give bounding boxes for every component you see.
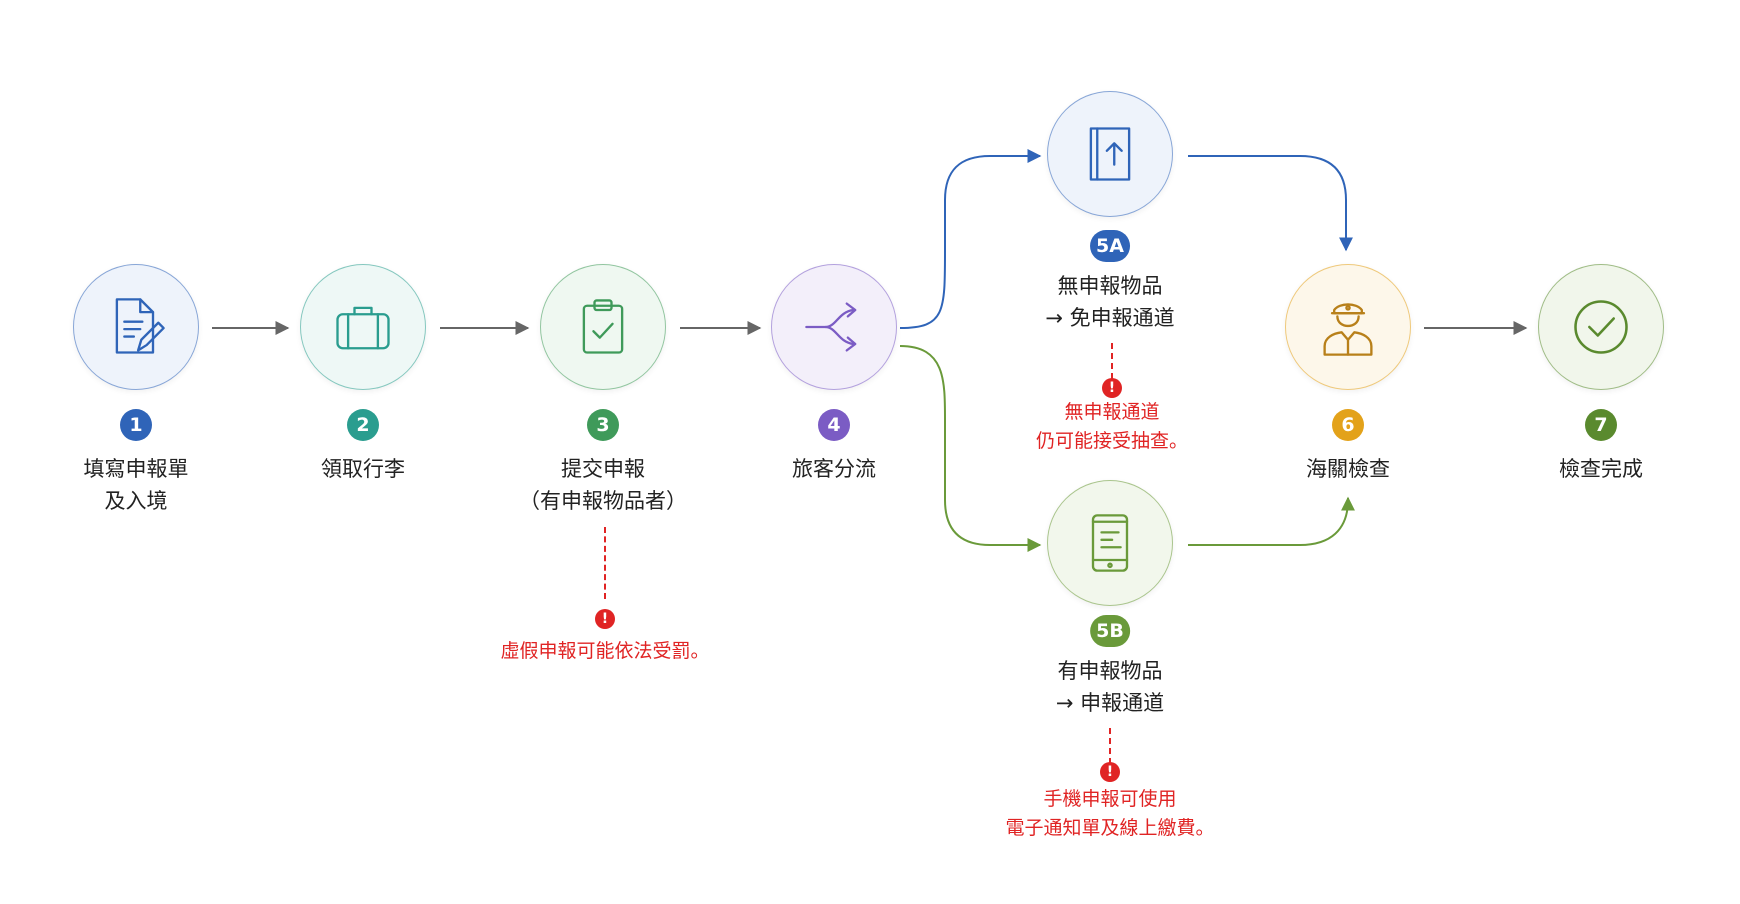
step-4-node xyxy=(771,264,897,390)
step-3-badge: 3 xyxy=(587,409,619,441)
warning-step-5a-text: 無申報通道 仍可能接受抽查。 xyxy=(952,398,1272,456)
exit-door-icon xyxy=(1089,127,1131,181)
step-5a-label-line: → 免申報通道 xyxy=(1045,306,1175,330)
clipboard-check-icon xyxy=(582,299,624,354)
step-7-badge: 7 xyxy=(1585,409,1617,441)
step-1-label-line: 及入境 xyxy=(104,489,168,513)
step-5a-label-line: 無申報物品 xyxy=(1057,274,1163,298)
exclamation-icon: ! xyxy=(595,609,615,629)
warning-line: 虛假申報可能依法受罰。 xyxy=(500,640,710,662)
step-3-node xyxy=(540,264,666,390)
customs-officer-icon xyxy=(1323,303,1373,356)
warning-line: 仍可能接受抽查。 xyxy=(1035,430,1188,452)
step-6-node xyxy=(1285,264,1411,390)
document-edit-icon xyxy=(115,298,165,354)
step-5a-badge: 5A xyxy=(1090,230,1130,262)
step-2-badge: 2 xyxy=(347,409,379,441)
step-4-label: 旅客分流 xyxy=(714,453,954,485)
suitcase-icon xyxy=(336,306,390,350)
exclamation-icon: ! xyxy=(1102,378,1122,398)
warning-connector-line xyxy=(1111,343,1113,379)
arrow-5a-to-6 xyxy=(1188,155,1353,252)
warning-connector-line xyxy=(1109,728,1111,764)
warning-line: 電子通知單及線上繳費。 xyxy=(1005,817,1215,839)
split-arrows-icon xyxy=(805,302,857,352)
warning-connector-line xyxy=(604,527,606,599)
step-3-label-line: 提交申報 xyxy=(561,457,645,481)
warning-line: 手機申報可使用 xyxy=(1043,788,1177,810)
check-circle-icon xyxy=(1574,300,1628,354)
step-5b-label-line: 有申報物品 xyxy=(1057,659,1163,683)
step-4-label-line: 旅客分流 xyxy=(792,457,876,481)
step-7-label-line: 檢查完成 xyxy=(1559,457,1643,481)
arrow-4-to-5b xyxy=(899,345,1042,552)
step-5b-badge: 5B xyxy=(1090,615,1130,647)
step-5b-node xyxy=(1047,480,1173,606)
warning-step-3-text: 虛假申報可能依法受罰。 xyxy=(445,637,765,666)
step-4-badge: 4 xyxy=(818,409,850,441)
step-2-node xyxy=(300,264,426,390)
step-5a-label: 無申報物品 → 免申報通道 xyxy=(990,270,1230,334)
step-6-badge: 6 xyxy=(1332,409,1364,441)
arrow-4-to-5a xyxy=(899,149,1042,329)
step-2-label-line: 領取行李 xyxy=(321,457,405,481)
step-6-label: 海關檢查 xyxy=(1228,453,1468,485)
warning-line: 無申報通道 xyxy=(1064,401,1160,423)
step-3-label-line: （有申報物品者） xyxy=(519,489,687,513)
step-1-node xyxy=(73,264,199,390)
step-6-label-line: 海關檢查 xyxy=(1306,457,1390,481)
step-5b-label: 有申報物品 → 申報通道 xyxy=(990,655,1230,719)
step-3-label: 提交申報 （有申報物品者） xyxy=(483,453,723,517)
step-7-node xyxy=(1538,264,1664,390)
step-5b-label-line: → 申報通道 xyxy=(1055,691,1165,715)
step-1-label: 填寫申報單 及入境 xyxy=(16,453,256,517)
step-7-label: 檢查完成 xyxy=(1481,453,1721,485)
step-1-label-line: 填寫申報單 xyxy=(83,457,189,481)
warning-step-5b-text: 手機申報可使用 電子通知單及線上繳費。 xyxy=(950,785,1270,843)
step-5a-node xyxy=(1047,91,1173,217)
exclamation-icon: ! xyxy=(1100,762,1120,782)
step-2-label: 領取行李 xyxy=(243,453,483,485)
arrow-5b-to-6 xyxy=(1188,496,1355,546)
step-1-badge: 1 xyxy=(120,409,152,441)
mobile-phone-icon xyxy=(1091,514,1129,572)
